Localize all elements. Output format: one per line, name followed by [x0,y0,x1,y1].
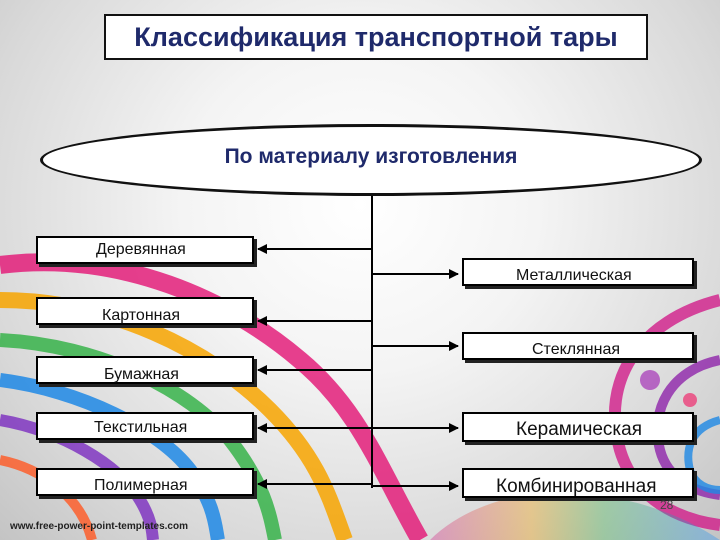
node-metal-label: Металлическая [516,267,632,284]
node-combined-label: Комбинированная [496,476,657,497]
node-paper: Бумажная [36,356,254,384]
node-ceramic: Керамическая [462,412,694,442]
node-ceramic-label: Керамическая [516,419,642,440]
node-glass: Стеклянная [462,332,694,360]
node-textile: Текстильная [36,412,254,440]
footer-url: www.free-power-point-templates.com [10,521,188,532]
node-cardboard: Картонная [36,297,254,325]
node-combined: Комбинированная [462,468,694,498]
page-number: 28 [660,498,674,512]
title: Классификация транспортной тары [104,14,648,60]
node-metal: Металлическая [462,258,694,286]
root-node: По материалу изготовления [40,124,702,196]
node-polymer-label: Полимерная [94,477,188,494]
node-glass-label: Стеклянная [532,341,621,358]
node-textile-label: Текстильная [94,419,188,436]
node-cardboard-label: Картонная [102,307,181,324]
node-wooden-label: Деревянная [96,241,186,258]
node-wooden: Деревянная [36,236,254,264]
node-polymer: Полимерная [36,468,254,496]
node-paper-label: Бумажная [104,366,179,383]
